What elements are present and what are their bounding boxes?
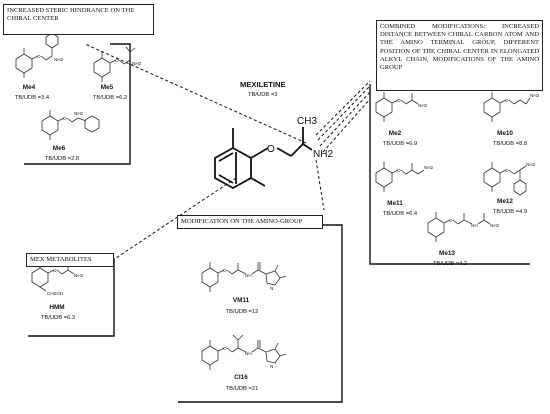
mexiletine-structure: O CH3 NH2 xyxy=(214,116,333,190)
mexiletine-ch3-label: CH3 xyxy=(297,116,317,127)
me12-label: Me12 xyxy=(497,198,513,205)
vm11-o-label: O xyxy=(223,268,227,273)
bracket-amino xyxy=(178,224,343,403)
ci16-label: CI16 xyxy=(234,374,248,381)
bracket-steric xyxy=(24,43,131,165)
me4-nh2-label: NH2 xyxy=(54,57,64,62)
me2-o-label: O xyxy=(397,98,401,103)
me10-o-label: O xyxy=(505,98,509,103)
me5-o-label: O xyxy=(115,58,119,63)
me10-label: Me10 xyxy=(497,130,513,137)
me13-o-label: O xyxy=(449,218,453,223)
me10-structure: O NH2 xyxy=(483,92,540,122)
me5-label: Me5 xyxy=(100,84,114,91)
me11-label: Me11 xyxy=(387,200,403,207)
vm11-n-label: N xyxy=(270,286,273,291)
vm11-structure: O NH N xyxy=(201,262,287,292)
amino-group-box: MODIFICATION ON THE AMINO-GROUP xyxy=(177,215,323,229)
me11-o-label: O xyxy=(397,168,401,173)
me6-label: Me6 xyxy=(52,145,66,152)
me13-nh2-label: NH2 xyxy=(490,223,500,228)
hmm-label: HMM xyxy=(49,304,65,311)
vm11-label: VM11 xyxy=(232,297,250,304)
me11-nh2-label: NH2 xyxy=(424,165,434,170)
ci16-nh-label: NH xyxy=(245,351,252,356)
hmm-ratio: TB/UDB =6.3 xyxy=(40,315,76,321)
me6-o-label: O xyxy=(63,116,67,121)
hmm-structure: O NH2 CH2OH xyxy=(31,262,84,296)
mexiletine-title: MEXILETINE xyxy=(240,80,286,89)
vm11-nh-label: NH xyxy=(245,273,252,278)
ci16-n-label: N xyxy=(270,364,273,369)
me12-nh2-label: NH2 xyxy=(526,162,536,167)
me12-o-label: O xyxy=(505,168,509,173)
me5-ratio: TB/UDB =6.2 xyxy=(92,95,128,101)
me13-label: Me13 xyxy=(439,250,455,257)
me4-structure: O NH2 xyxy=(15,32,64,78)
me6-ratio: TB/UDB =2.8 xyxy=(44,156,80,162)
me4-label: Me4 xyxy=(22,84,36,91)
steric-hindrance-box: INCREASED STERIC HINDRANCE ON THE CHIRAL… xyxy=(3,4,154,35)
metabolites-box: MEX METABOLITES xyxy=(26,253,114,267)
me6-structure: O NH2 xyxy=(41,110,100,140)
hmm-o-label: O xyxy=(53,268,57,273)
me11-ratio: TB/UDB =6.4 xyxy=(382,211,418,217)
ci16-o-label: O xyxy=(223,346,227,351)
connector-metabolites xyxy=(115,177,237,259)
ci16-ratio: TB/UDB =21 xyxy=(225,386,259,392)
me12-structure: O NH2 xyxy=(483,162,536,196)
bracket-metabolites xyxy=(28,258,115,337)
me5-structure: O NH2 xyxy=(93,46,142,82)
bracket-combined xyxy=(369,84,530,265)
me2-structure: O NH2 xyxy=(375,92,428,122)
mexiletine-ratio: TB/UDB =3 xyxy=(248,92,278,98)
mexiletine-o-label: O xyxy=(267,144,275,155)
connector-combined-1 xyxy=(315,80,371,136)
me11-structure: O NH2 xyxy=(375,162,434,192)
me13-nh-label: NH xyxy=(471,223,478,228)
connector-amino xyxy=(315,159,325,211)
mexiletine-nh2-label: NH2 xyxy=(313,149,333,160)
me2-label: Me2 xyxy=(388,130,402,137)
me4-o-label: O xyxy=(37,54,41,59)
me4-ratio: TB/UDB =3.4 xyxy=(14,95,50,101)
hmm-nh2-label: NH2 xyxy=(74,273,84,278)
hmm-ch2oh-label: CH2OH xyxy=(47,291,63,296)
connector-combined-2 xyxy=(317,85,371,141)
me10-ratio: TB/UDB =8.8 xyxy=(492,141,528,147)
connector-steric xyxy=(84,43,307,144)
vm11-ratio: TB/UDB =12 xyxy=(225,309,259,315)
me2-ratio: TB/UDB =6.9 xyxy=(382,141,418,147)
me6-nh2-label: NH2 xyxy=(74,111,84,116)
connector-combined-3 xyxy=(319,91,371,147)
me2-nh2-label: NH2 xyxy=(418,103,428,108)
me5-nh2-label: NH2 xyxy=(132,61,142,66)
me12-ratio: TB/UDB =4.9 xyxy=(492,209,528,215)
me13-ratio: TB/UDB =4.2 xyxy=(432,261,468,267)
connector-combined-4 xyxy=(322,98,371,153)
me13-structure: O NH NH2 xyxy=(427,212,500,242)
combined-modifications-box: COMBINED MODIFICATIONS: INCREASED DISTAN… xyxy=(376,20,543,91)
ci16-structure: O NH N xyxy=(201,334,287,370)
me10-nh2-label: NH2 xyxy=(530,93,540,98)
